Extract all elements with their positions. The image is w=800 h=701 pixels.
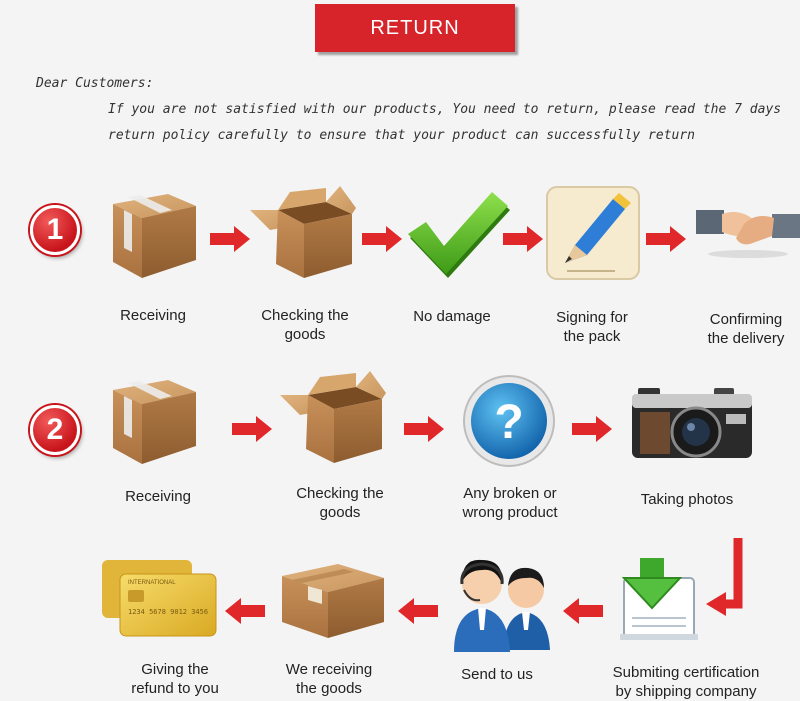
download-document-icon: [620, 558, 698, 640]
arrow-left-icon: [563, 598, 603, 624]
card-number-text: 1234 5678 9012 3456: [128, 608, 208, 616]
step-label: Send to us: [461, 666, 533, 683]
package-box-icon: [282, 564, 384, 638]
open-box-icon: [250, 186, 356, 278]
support-agents-icon: [454, 559, 550, 652]
pencil-signing-icon: [546, 186, 640, 280]
arrow-right-icon: [503, 226, 543, 252]
checkmark-icon: [408, 192, 510, 278]
intro-line-2: return policy carefully to ensure that y…: [108, 128, 695, 143]
arrow-right-icon: [362, 226, 402, 252]
arrow-right-icon: [404, 416, 444, 442]
question-mark-glyph: ?: [494, 396, 523, 449]
arrow-right-icon: [210, 226, 250, 252]
arrow-right-icon: [232, 416, 272, 442]
arrow-left-icon: [398, 598, 438, 624]
sealed-box-icon: [113, 380, 196, 464]
return-banner: RETURN: [315, 4, 515, 52]
handshake-icon: [696, 210, 800, 258]
open-box-icon: [280, 371, 386, 463]
step-label: Receiving: [120, 307, 186, 324]
card-brand-text: INTERNATIONAL: [128, 580, 176, 586]
sealed-box-icon: [113, 194, 196, 278]
step-number-2: 2: [30, 405, 80, 455]
credit-card-icon: INTERNATIONAL 1234 5678 9012 3456: [102, 560, 217, 637]
step-label: Receiving: [125, 488, 191, 505]
step-label: No damage: [413, 308, 491, 325]
arrow-down-left-icon: [706, 538, 743, 616]
greeting-text: Dear Customers:: [36, 76, 154, 91]
step-label: Taking photos: [640, 491, 734, 508]
banner-title: RETURN: [370, 16, 460, 39]
arrow-right-icon: [572, 416, 612, 442]
question-mark-icon: ?: [463, 375, 555, 467]
intro-line-1: If you are not satisfied with our produc…: [108, 102, 782, 117]
camera-icon: [632, 388, 752, 458]
arrow-right-icon: [646, 226, 686, 252]
step-number-1: 1: [30, 205, 80, 255]
arrow-left-icon: [225, 598, 265, 624]
